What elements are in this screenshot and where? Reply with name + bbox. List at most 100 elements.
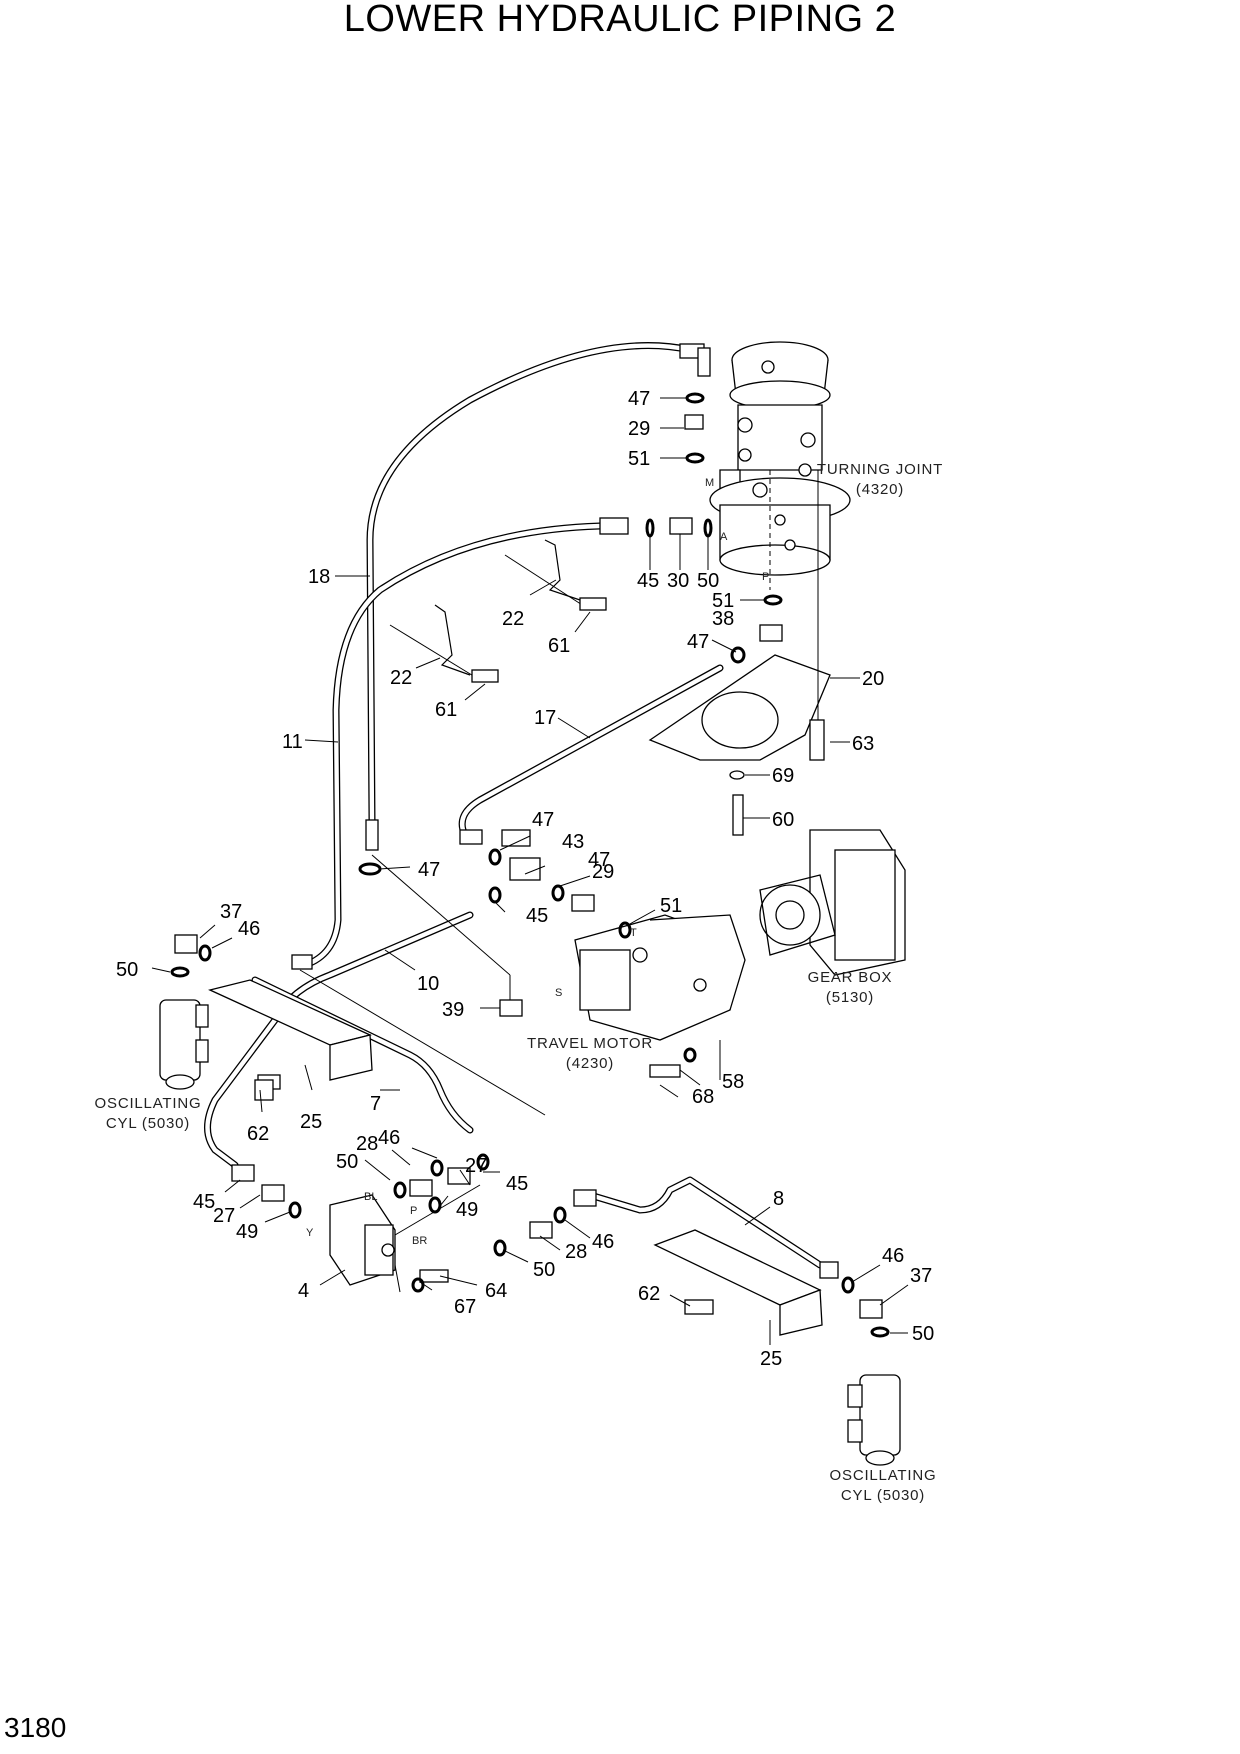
callout-4: 4 <box>298 1280 309 1302</box>
svg-text:TRAVEL MOTOR: TRAVEL MOTOR <box>527 1035 653 1052</box>
callout-51-b: 51 <box>712 590 734 612</box>
oscillating-cylinder-right <box>847 1374 901 1466</box>
callout-61-a: 61 <box>548 635 570 657</box>
callout-46-c: 46 <box>592 1231 614 1253</box>
callout-22-b: 22 <box>390 667 412 689</box>
callout-50-a: 50 <box>697 570 719 592</box>
fittings <box>170 392 890 1338</box>
svg-text:(4230): (4230) <box>566 1055 614 1072</box>
svg-text:OSCILLATING: OSCILLATING <box>830 1467 937 1484</box>
callout-64: 64 <box>485 1280 507 1302</box>
callout-17: 17 <box>534 707 556 729</box>
callout-27-b: 27 <box>213 1205 235 1227</box>
bracket-22-upper <box>504 539 607 611</box>
svg-text:GEAR BOX: GEAR BOX <box>808 969 893 986</box>
valve-block-4 <box>329 1184 481 1293</box>
callout-46-d: 46 <box>882 1245 904 1267</box>
callout-45-d: 45 <box>193 1191 215 1213</box>
callout-29-b: 29 <box>592 861 614 883</box>
svg-text:(5130): (5130) <box>826 989 874 1006</box>
callout-60: 60 <box>772 809 794 831</box>
turning-joint <box>709 341 851 590</box>
tube-7 <box>251 969 546 1134</box>
callout-leaders <box>151 397 909 1345</box>
callout-61-b: 61 <box>435 699 457 721</box>
callout-47-e: 47 <box>588 849 610 871</box>
callout-18: 18 <box>308 566 330 588</box>
callout-20: 20 <box>862 668 884 690</box>
guard-25-left <box>208 979 373 1081</box>
bracket-22-lower <box>389 604 499 683</box>
callout-45-b: 45 <box>526 905 548 927</box>
callout-50-d: 50 <box>533 1259 555 1281</box>
callout-49-a: 49 <box>456 1199 478 1221</box>
svg-text:S: S <box>555 987 562 999</box>
guard-25-right <box>653 1229 823 1336</box>
callout-63: 63 <box>852 733 874 755</box>
callout-27-a: 27 <box>465 1155 487 1177</box>
svg-text:BR: BR <box>412 1235 427 1247</box>
svg-text:(4320): (4320) <box>856 481 904 498</box>
svg-text:A: A <box>720 531 728 543</box>
callout-50-e: 50 <box>912 1323 934 1345</box>
svg-text:M: M <box>705 477 714 489</box>
callout-11: 11 <box>282 731 303 753</box>
oscillating-cylinder-left-label: OSCILLATING CYL (5030) <box>95 1095 202 1132</box>
callout-39: 39 <box>442 999 464 1021</box>
hose-18 <box>365 342 711 851</box>
turning-joint-label: TURNING JOINT (4320) <box>817 461 942 498</box>
callout-numbers: 47 29 51 45 30 50 51 38 47 20 63 18 22 6… <box>116 388 934 1370</box>
callout-47-b: 47 <box>687 631 709 653</box>
svg-text:T: T <box>630 927 637 939</box>
callout-37-b: 37 <box>910 1265 932 1287</box>
callout-30: 30 <box>667 570 689 592</box>
svg-text:OSCILLATING: OSCILLATING <box>95 1095 202 1112</box>
callout-45-c: 45 <box>506 1173 528 1195</box>
callout-28-a: 28 <box>356 1133 378 1155</box>
svg-text:P: P <box>762 571 769 583</box>
callout-28-b: 28 <box>565 1241 587 1263</box>
callout-68: 68 <box>692 1086 714 1108</box>
gear-box <box>759 829 906 976</box>
callout-51-a: 51 <box>628 448 650 470</box>
callout-37-a: 37 <box>220 901 242 923</box>
svg-text:CYL (5030): CYL (5030) <box>106 1115 190 1132</box>
callout-46-b: 46 <box>378 1127 400 1149</box>
callout-43: 43 <box>562 831 584 853</box>
callout-62-b: 62 <box>638 1283 660 1305</box>
callout-62-a: 62 <box>247 1123 269 1145</box>
callout-25-b: 25 <box>760 1348 782 1370</box>
oscillating-cylinder-left <box>159 999 209 1090</box>
svg-text:P: P <box>410 1205 417 1217</box>
callout-47-c: 47 <box>418 859 440 881</box>
mounting-plate-20 <box>648 470 831 836</box>
callout-8: 8 <box>773 1188 784 1210</box>
hose-17 <box>458 664 724 845</box>
callout-69: 69 <box>772 765 794 787</box>
callout-50-c: 50 <box>336 1151 358 1173</box>
travel-motor <box>574 914 746 1080</box>
callout-25-a: 25 <box>300 1111 322 1133</box>
callout-46-a: 46 <box>238 918 260 940</box>
svg-text:BL: BL <box>364 1191 377 1203</box>
callout-7: 7 <box>370 1093 381 1115</box>
callout-29-a: 29 <box>628 418 650 440</box>
callout-50-b: 50 <box>116 959 138 981</box>
callout-51-c: 51 <box>660 895 682 917</box>
hose-11 <box>291 517 629 970</box>
port-labels: M A P S T BL P BR Y <box>306 477 769 1247</box>
svg-text:CYL (5030): CYL (5030) <box>841 1487 925 1504</box>
callout-10: 10 <box>417 973 439 995</box>
callout-45-a: 45 <box>637 570 659 592</box>
callout-58: 58 <box>722 1071 744 1093</box>
oscillating-cylinder-right-label: OSCILLATING CYL (5030) <box>830 1467 937 1504</box>
callout-22-a: 22 <box>502 608 524 630</box>
gear-box-label: GEAR BOX (5130) <box>808 969 893 1006</box>
page-title: LOWER HYDRAULIC PIPING 2 <box>343 0 897 40</box>
callout-49-b: 49 <box>236 1221 258 1243</box>
svg-text:Y: Y <box>306 1227 314 1239</box>
callout-47-a: 47 <box>628 388 650 410</box>
callout-67: 67 <box>454 1296 476 1318</box>
